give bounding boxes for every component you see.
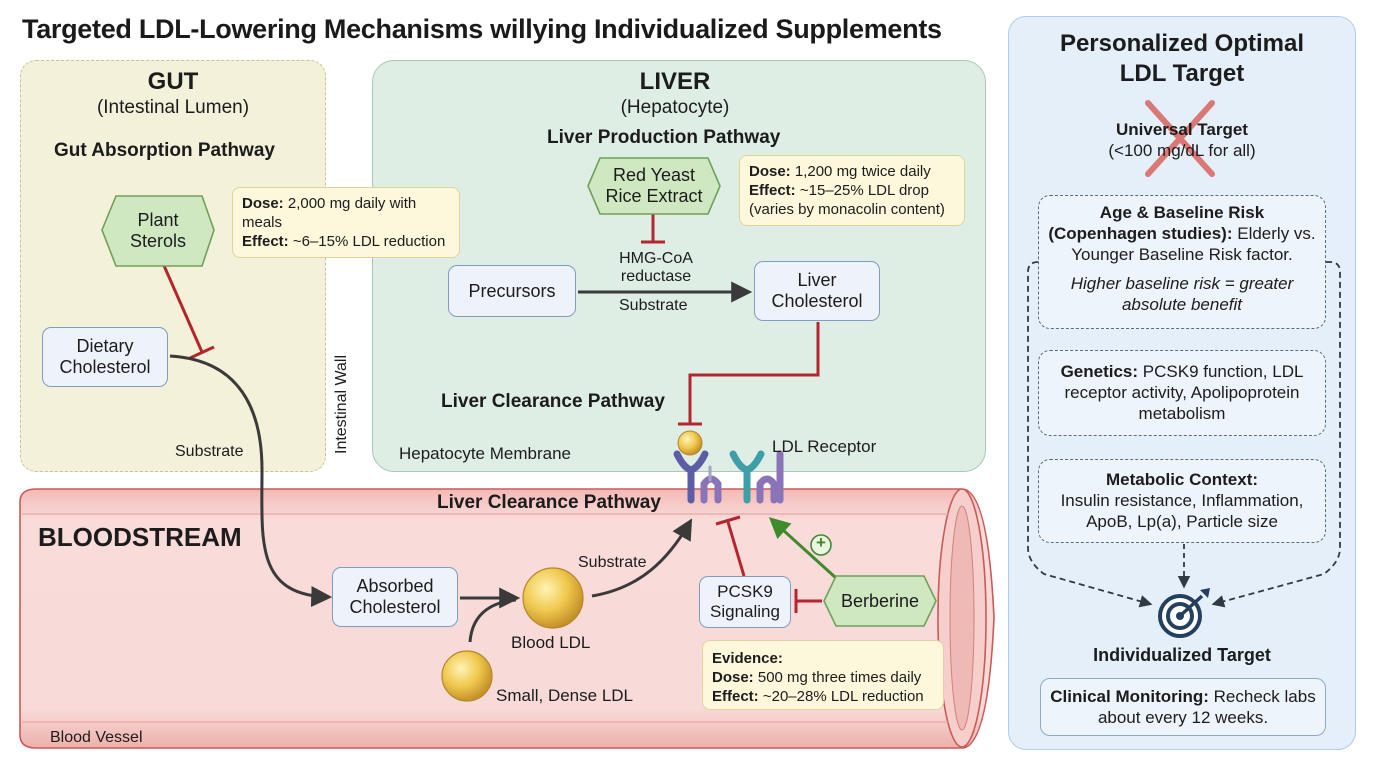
- berberine-activate-arrow: [768, 517, 838, 580]
- age-risk-bold: Age & Baseline Risk (Copenhagen studies)…: [1048, 203, 1265, 243]
- universal-target-subtitle: (<100 mg/dL for all): [1108, 141, 1256, 160]
- liver-subheading: (Hepatocyte): [620, 97, 730, 118]
- plus-sign: +: [816, 533, 826, 552]
- berberine-callout: Evidence: Dose: 500 mg three times daily…: [702, 640, 944, 710]
- age-risk-italic: Higher baseline risk = greater absolute …: [1070, 274, 1294, 314]
- hmg-coa-label: HMG-CoA reductase: [619, 250, 693, 285]
- genetics-box: Genetics: PCSK9 function, LDL receptor a…: [1038, 350, 1326, 436]
- universal-target-title: Universal Target: [1116, 120, 1248, 139]
- pcsk9-inhibit-bar: [715, 515, 741, 526]
- absorbed-cholesterol-node: Absorbed Cholesterol: [332, 567, 458, 627]
- plus-circle-icon: [810, 534, 832, 556]
- sterols-inhibit-line: [156, 251, 204, 353]
- liver-production-pathway-label: Liver Production Pathway: [547, 127, 781, 148]
- ldl-to-receptor-arrow: [591, 518, 693, 598]
- panel-title: Personalized Optimal LDL Target: [1059, 30, 1305, 87]
- dose-text: 500 mg three times daily: [757, 669, 922, 686]
- small-dense-ldl-label: Small, Dense LDL: [496, 686, 634, 705]
- liver-heading: LIVER: [639, 68, 711, 95]
- monitoring-bold: Clinical Monitoring:: [1050, 687, 1209, 706]
- red-yeast-callout: Dose: 1,200 mg twice daily Effect: ~15–2…: [739, 155, 965, 226]
- plant-sterols-shape: [101, 195, 215, 267]
- dose-label: Dose:: [242, 195, 284, 212]
- berberine-shape: [823, 575, 937, 627]
- age-risk-box: Age & Baseline Risk (Copenhagen studies)…: [1038, 195, 1326, 329]
- liver-cholesterol-node: Liver Cholesterol: [754, 261, 880, 321]
- dose-text: 2,000 mg daily with meals: [242, 195, 417, 231]
- metabolic-box: Metabolic Context: Insulin resistance, I…: [1038, 459, 1326, 543]
- effect-label: Effect:: [242, 233, 289, 250]
- precursors-node: Precursors: [448, 265, 576, 317]
- dietary-cholesterol-node: Dietary Cholesterol: [42, 327, 168, 387]
- cross-out-icon: [1145, 100, 1215, 177]
- pcsk9-node: PCSK9 Signaling: [699, 576, 791, 628]
- berberine-node: Berberine: [840, 590, 920, 611]
- evidence-label: Evidence:: [712, 650, 783, 667]
- clinical-monitoring-box: Clinical Monitoring: Recheck labs about …: [1040, 678, 1326, 736]
- genetics-bold: Genetics:: [1060, 362, 1139, 381]
- blood-ldl-particle: [522, 567, 584, 629]
- bloodstream-heading: BLOODSTREAM: [38, 522, 242, 552]
- dose-text: 1,200 mg twice daily: [794, 163, 931, 180]
- gut-substrate-label: Substrate: [175, 443, 244, 460]
- plant-sterols-callout: Dose: 2,000 mg daily with meals Effect: …: [232, 187, 460, 258]
- blood-substrate-label: Substrate: [578, 554, 647, 571]
- liver-substrate-label: Substrate: [619, 297, 688, 314]
- ldl-receptor-icon: [673, 450, 784, 504]
- red-yeast-shape: [587, 157, 721, 215]
- age-risk-text: Elderly vs. Younger Baseline Risk factor…: [1071, 224, 1316, 264]
- receptor-bound-ldl: [677, 430, 703, 456]
- gut-pathway-label: Gut Absorption Pathway: [54, 140, 275, 161]
- blood-clearance-pathway-label: Liver Clearance Pathway: [437, 492, 661, 513]
- page-title: Targeted LDL-Lowering Mechanisms willyin…: [22, 14, 942, 44]
- hepatocyte-membrane-label: Hepatocyte Membrane: [399, 444, 571, 463]
- small-dense-ldl-particle: [441, 650, 493, 702]
- panel-bracket-left: [1027, 261, 1153, 608]
- individualized-target-label: Individualized Target: [1093, 645, 1271, 665]
- blood-vessel-label: Blood Vessel: [50, 729, 143, 746]
- absorption-arrow: [169, 354, 333, 608]
- cholesterol-inhibit-line: [688, 322, 820, 424]
- dose-label: Dose:: [749, 163, 791, 180]
- effect-label: Effect:: [712, 688, 759, 705]
- monitoring-text: Recheck labs about every 12 weeks.: [1097, 687, 1316, 727]
- sterols-inhibit-bar: [189, 345, 215, 360]
- effect-text: ~20–28% LDL reduction: [762, 688, 924, 705]
- intestinal-wall-label: Intestinal Wall: [333, 355, 350, 454]
- genetics-text: PCSK9 function, LDL receptor activity, A…: [1064, 362, 1304, 423]
- dose-label: Dose:: [712, 669, 754, 686]
- metabolic-text: Insulin resistance, Inflammation, ApoB, …: [1060, 491, 1304, 531]
- gut-heading: GUT: [147, 68, 199, 95]
- effect-text: ~6–15% LDL reduction: [292, 233, 446, 250]
- metabolic-bold: Metabolic Context:: [1105, 470, 1259, 489]
- gut-subheading: (Intestinal Lumen): [96, 97, 250, 118]
- liver-clearance-pathway-label: Liver Clearance Pathway: [441, 391, 665, 412]
- plant-sterols-node: Plant Sterols: [129, 210, 187, 251]
- pcsk9-inhibit-line: [726, 521, 746, 577]
- red-yeast-node: Red Yeast Rice Extract: [605, 165, 703, 206]
- effect-text: ~15–25% LDL drop (varies by monacolin co…: [749, 182, 945, 218]
- blood-ldl-label: Blood LDL: [511, 633, 591, 652]
- target-icon: [1158, 588, 1210, 638]
- small-ldl-merge: [468, 598, 517, 643]
- effect-label: Effect:: [749, 182, 796, 199]
- ldl-receptor-label: LDL Receptor: [772, 437, 877, 456]
